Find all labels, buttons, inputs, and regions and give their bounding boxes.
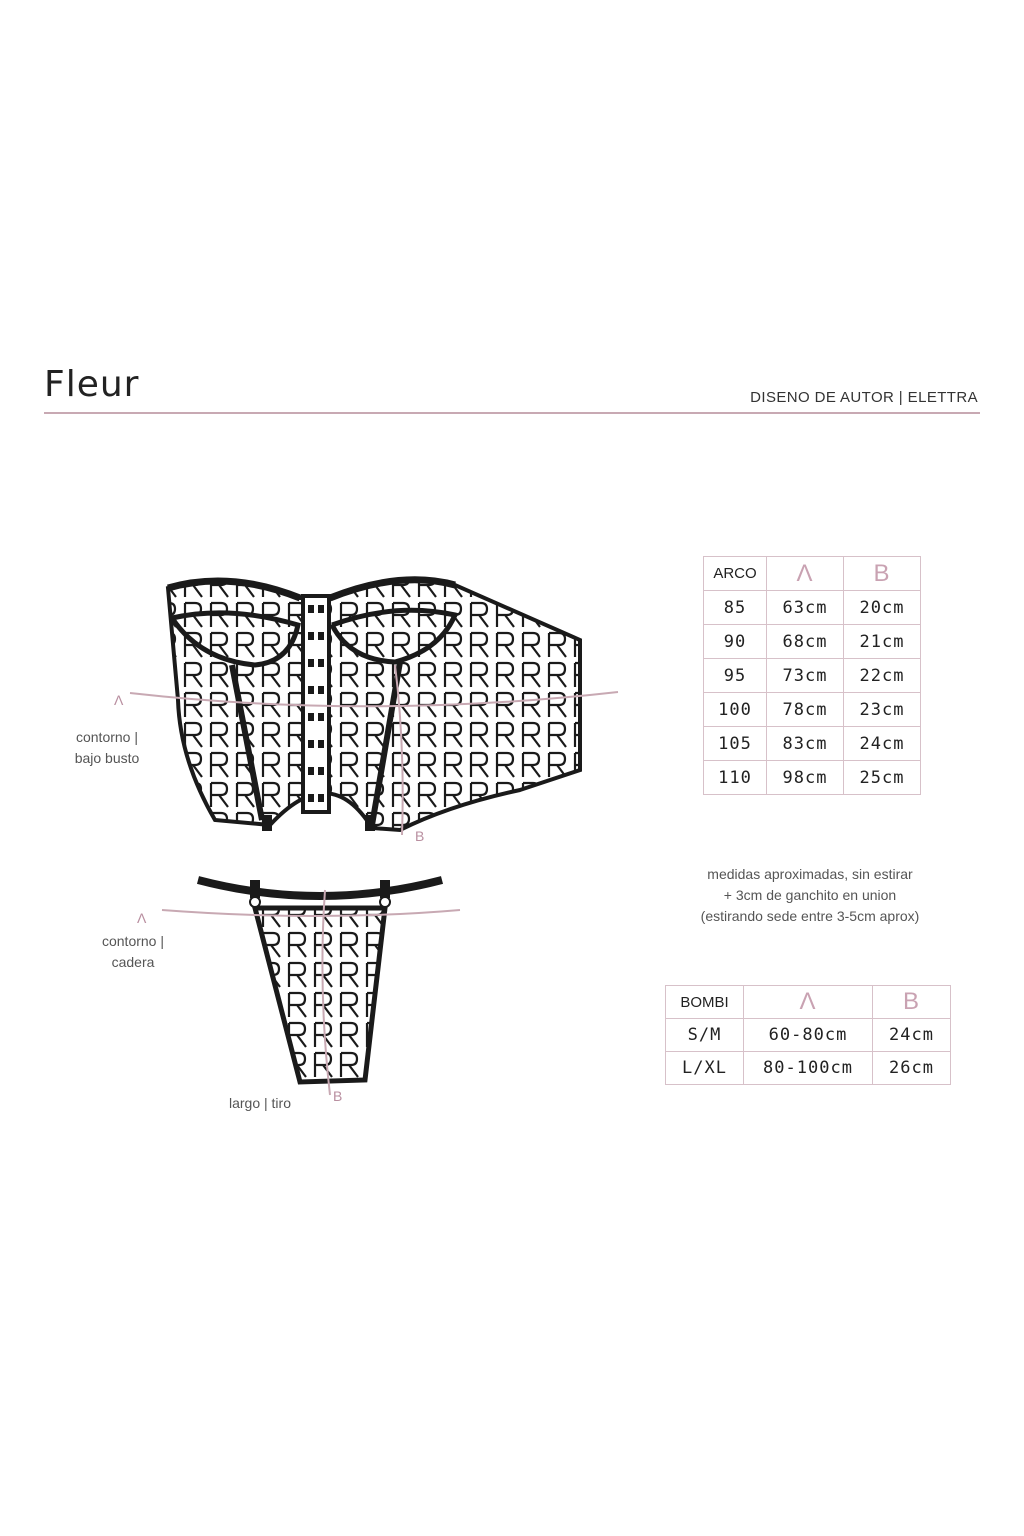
table-cell: 85 — [703, 590, 767, 625]
notes-line3: (estirando sede entre 3-5cm aprox) — [700, 908, 920, 924]
hip-label-line1: contorno | — [101, 933, 164, 949]
table-cell: 73cm — [766, 658, 844, 693]
table-cell: 105 — [703, 726, 767, 761]
table-cell: L/XL — [665, 1051, 744, 1085]
table-header-cell: BOMBI — [665, 985, 744, 1019]
table-cell: 24cm — [872, 1018, 951, 1052]
table-cell: 60-80cm — [743, 1018, 873, 1052]
arco-size-table: ARCO Λ B 85 63cm 20cm 90 68cm 21cm 95 73… — [703, 556, 921, 795]
table-header-cell: ARCO — [703, 556, 767, 591]
brand-logo: Fleur — [44, 364, 140, 405]
length-marker: B — [333, 1088, 343, 1104]
hip-guide — [161, 909, 461, 917]
notes-line1: medidas aproximadas, sin estirar — [707, 866, 913, 882]
length-guide — [321, 889, 331, 1096]
table-row: 85 63cm 20cm — [703, 590, 921, 625]
table-row: 110 98cm 25cm — [703, 760, 921, 795]
table-header-row: BOMBI Λ B — [665, 985, 951, 1019]
underbust-label-line1: contorno | — [75, 729, 138, 745]
table-row: L/XL 80-100cm 26cm — [665, 1051, 951, 1085]
table-cell: 20cm — [843, 590, 921, 625]
table-cell: 25cm — [843, 760, 921, 795]
length-label: largo | tiro — [229, 1095, 291, 1111]
table-cell: 83cm — [766, 726, 844, 761]
table-cell: 24cm — [843, 726, 921, 761]
table-row: 90 68cm 21cm — [703, 624, 921, 659]
table-cell: 22cm — [843, 658, 921, 693]
table-row: 95 73cm 22cm — [703, 658, 921, 693]
table-header-cell: Λ — [743, 985, 873, 1019]
table-header-cell: B — [843, 556, 921, 591]
underbust-label: contorno | bajo busto — [52, 727, 162, 769]
hip-label-line2: cadera — [111, 954, 155, 970]
header-divider — [44, 412, 980, 414]
table-cell: 110 — [703, 760, 767, 795]
table-cell: 90 — [703, 624, 767, 659]
underbust-guide — [129, 691, 619, 708]
table-header-row: ARCO Λ B — [703, 556, 921, 591]
underbust-label-line2: bajo busto — [74, 750, 140, 766]
bombi-size-table: BOMBI Λ B S/M 60-80cm 24cm L/XL 80-100cm… — [665, 985, 951, 1085]
table-header-cell: B — [872, 985, 951, 1019]
table-cell: 100 — [703, 692, 767, 727]
arc-marker: B — [415, 828, 425, 844]
table-header-cell: Λ — [766, 556, 844, 591]
table-cell: 78cm — [766, 692, 844, 727]
table-cell: 80-100cm — [743, 1051, 873, 1085]
measurement-notes: medidas aproximadas, sin estirar + 3cm d… — [660, 864, 960, 927]
table-cell: 23cm — [843, 692, 921, 727]
table-cell: S/M — [665, 1018, 744, 1052]
table-cell: 98cm — [766, 760, 844, 795]
table-row: 105 83cm 24cm — [703, 726, 921, 761]
table-cell: 95 — [703, 658, 767, 693]
hip-marker: Λ — [137, 910, 147, 926]
table-cell: 21cm — [843, 624, 921, 659]
bustier-drawing — [165, 576, 582, 833]
underbust-marker: Λ — [114, 692, 124, 708]
notes-line2: + 3cm de ganchito en union — [723, 887, 897, 903]
table-cell: 63cm — [766, 590, 844, 625]
table-cell: 26cm — [872, 1051, 951, 1085]
panty-drawing — [196, 876, 444, 1085]
hip-label: contorno | cadera — [78, 931, 188, 973]
header-tagline: DISENO DE AUTOR | ELETTRA — [750, 389, 978, 406]
arc-guide — [394, 664, 404, 836]
table-row: S/M 60-80cm 24cm — [665, 1018, 951, 1052]
table-row: 100 78cm 23cm — [703, 692, 921, 727]
table-cell: 68cm — [766, 624, 844, 659]
